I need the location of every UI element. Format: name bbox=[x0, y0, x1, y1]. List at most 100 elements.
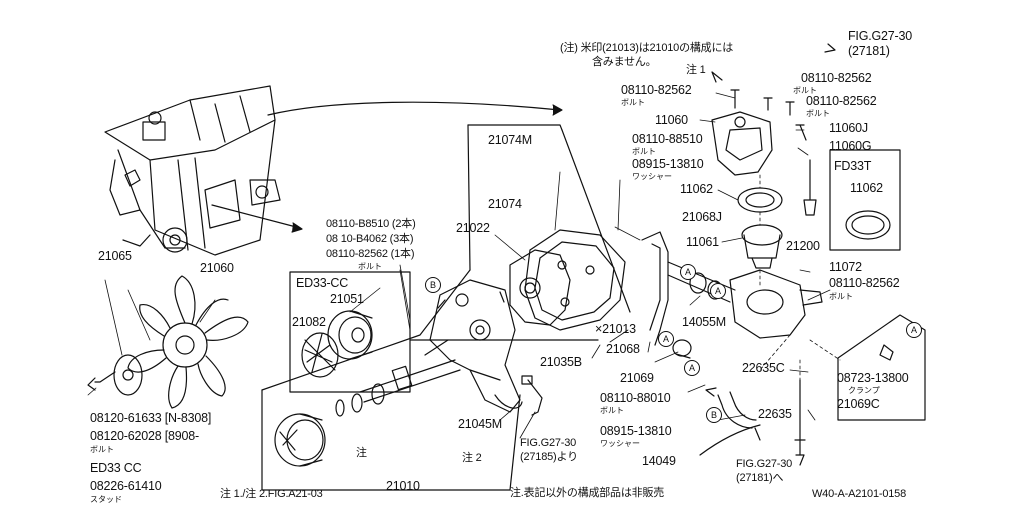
pulley-21010 bbox=[274, 413, 326, 467]
thermostat-11061 bbox=[741, 224, 783, 269]
part-11062-a: 11062 bbox=[680, 182, 713, 196]
sensor-21045m bbox=[521, 375, 543, 416]
note-line-1: (注) 米印(21013)は21010の構成には bbox=[560, 42, 734, 54]
bolt-label-d: ボルト bbox=[829, 292, 853, 301]
part-08915-13810-a: 08915-13810 bbox=[632, 157, 704, 171]
washer-label-b: ワッシャー bbox=[600, 439, 640, 448]
part-22635: 22635 bbox=[758, 407, 792, 421]
part-11061: 11061 bbox=[686, 235, 719, 249]
part-11060g: 11060G bbox=[829, 139, 872, 153]
pulley-21065 bbox=[87, 354, 143, 396]
fd33t-box bbox=[829, 149, 901, 251]
bolt-label-88510: ボルト bbox=[632, 147, 656, 156]
part-21200: 21200 bbox=[786, 239, 820, 253]
fig-ref-top: FIG.G27-30 bbox=[848, 29, 912, 43]
cover-21074 bbox=[524, 229, 626, 331]
part-08110-82562-a: 08110-82562 bbox=[801, 71, 872, 85]
water-pump-21010 bbox=[424, 279, 523, 413]
fd33t-label: FD33T bbox=[834, 159, 872, 173]
part-21068j: 21068J bbox=[682, 210, 722, 224]
part-11060j: 11060J bbox=[829, 121, 868, 135]
part-08110-82562-b: 08110-82562 bbox=[621, 83, 692, 97]
stud-label: スタッド bbox=[90, 495, 122, 504]
fig-ref-low: FIG.G27-30 bbox=[736, 458, 793, 470]
part-11060: 11060 bbox=[655, 113, 688, 127]
part-08723-13800: 08723-13800 bbox=[837, 371, 909, 385]
ed33cc-low: ED33 CC bbox=[90, 461, 142, 475]
marker-a-4: A bbox=[684, 360, 700, 376]
part-21069: 21069 bbox=[620, 371, 654, 385]
part-08226-61410: 08226-61410 bbox=[90, 479, 162, 493]
clamp-21069 bbox=[672, 339, 692, 359]
part-11062-b: 11062 bbox=[850, 181, 883, 195]
washer-label-a: ワッシャー bbox=[632, 172, 672, 181]
gasket-21022 bbox=[509, 249, 571, 326]
part-21068: 21068 bbox=[606, 342, 640, 356]
part-14055m: 14055M bbox=[682, 315, 726, 329]
gasket-11062 bbox=[737, 187, 783, 213]
ed33cc-box-label: ED33-CC bbox=[296, 276, 349, 290]
part-08120-62028: 08120-62028 [8908- bbox=[90, 429, 199, 443]
part-21069c: 21069C bbox=[837, 397, 880, 411]
part-21013: ×21013 bbox=[595, 322, 636, 336]
footer-notes: 注 1./注 2.FIG.A21-03 bbox=[220, 488, 323, 500]
ed33cc-box bbox=[289, 271, 411, 393]
bolt-label-a: ボルト bbox=[793, 86, 817, 95]
engine-pointer-arrow bbox=[267, 101, 561, 116]
footer-center-note: 注.表記以外の構成部品は非販売 bbox=[510, 487, 665, 499]
part-21082: 21082 bbox=[292, 315, 326, 329]
marker-b-2: B bbox=[706, 407, 722, 423]
arrows-right bbox=[705, 43, 836, 397]
part-21051: 21051 bbox=[330, 292, 364, 306]
bolts-top bbox=[730, 89, 807, 141]
note-mark-2: 注 2 bbox=[462, 452, 482, 464]
housing-21200 bbox=[729, 269, 823, 339]
part-21060: 21060 bbox=[200, 261, 234, 275]
thermostat-housing-11060 bbox=[711, 111, 773, 176]
marker-a-5: A bbox=[906, 322, 922, 338]
bolt-label-c: ボルト bbox=[806, 109, 830, 118]
part-22635c: 22635C bbox=[742, 361, 785, 375]
fig-ref-low-code: (27181)へ bbox=[736, 472, 784, 484]
engine-illustration bbox=[104, 85, 281, 256]
clamp-label: クランプ bbox=[848, 386, 880, 395]
fig-ref-mid: FIG.G27-30 bbox=[520, 437, 577, 449]
footer-code: W40-A-A2101-0158 bbox=[812, 488, 907, 500]
leader-lines bbox=[87, 92, 831, 439]
note-mark-mid: 注 bbox=[356, 447, 367, 459]
clamp-box bbox=[837, 314, 926, 421]
part-08120-61633: 08120-61633 [N-8308] bbox=[90, 411, 212, 425]
part-08110-88510: 08110-88510 bbox=[632, 132, 703, 146]
sensor-11060g bbox=[803, 159, 817, 216]
part-08110-82562-1: 08110-82562 (1本) bbox=[326, 248, 415, 260]
marker-a-1: A bbox=[680, 264, 696, 280]
part-11072: 11072 bbox=[829, 260, 862, 274]
marker-a-2: A bbox=[710, 283, 726, 299]
part-08110-82562-c: 08110-82562 bbox=[806, 94, 877, 108]
dashed-leaders bbox=[759, 174, 841, 381]
part-21045m: 21045M bbox=[458, 417, 502, 431]
part-08110-82562-d: 08110-82562 bbox=[829, 276, 900, 290]
part-14049: 14049 bbox=[642, 454, 676, 468]
part-21022: 21022 bbox=[456, 221, 490, 235]
marker-b-1: B bbox=[425, 277, 441, 293]
part-08110-b4062: 08 10-B4062 (3本) bbox=[326, 233, 414, 245]
fig-ref-mid-code: (27185)より bbox=[520, 451, 578, 463]
fan-21060 bbox=[127, 275, 249, 409]
hose-14049 bbox=[717, 379, 806, 466]
shaft-assembly bbox=[335, 359, 461, 417]
note-line-2: 含みません。 bbox=[592, 56, 657, 68]
part-21010: 21010 bbox=[386, 479, 420, 493]
part-08915-13810-b: 08915-13810 bbox=[600, 424, 672, 438]
part-08110-b8510: 08110-B8510 (2本) bbox=[326, 218, 416, 230]
pulley-21051 bbox=[327, 310, 373, 360]
part-21035b: 21035B bbox=[540, 355, 582, 369]
part-21065: 21065 bbox=[98, 249, 132, 263]
note-mark-top: 注 1 bbox=[686, 64, 706, 76]
bolt-label-88010: ボルト bbox=[600, 406, 624, 415]
part-21074: 21074 bbox=[488, 197, 522, 211]
bolt-label-b: ボルト bbox=[621, 98, 645, 107]
part-08110-88010: 08110-88010 bbox=[600, 391, 671, 405]
bolt-label-left: ボルト bbox=[358, 262, 382, 271]
